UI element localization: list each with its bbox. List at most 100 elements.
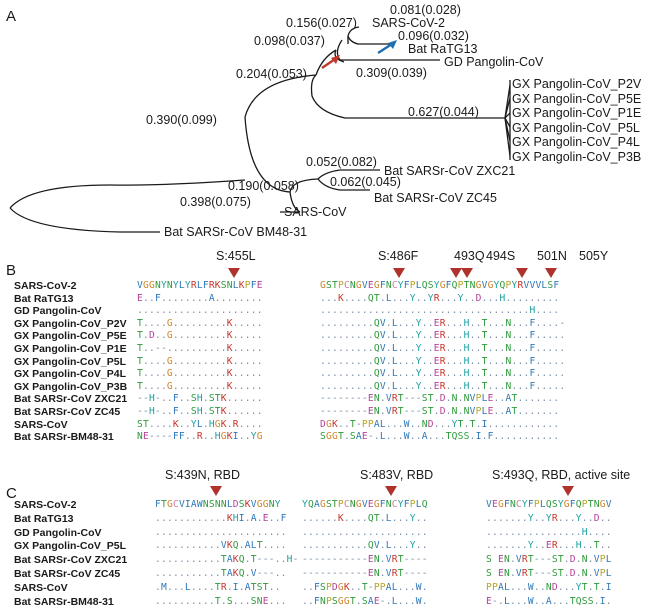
mutation-label: S:483V, RBD (360, 468, 434, 482)
taxon-sars-cov-2: SARS-CoV-2 (372, 16, 445, 30)
sequence-name: Bat SARSr-BM48-31 (14, 431, 114, 444)
sequence-segment: -----------EN.VRT---- (302, 568, 428, 579)
mutation-label: S:486F (378, 249, 419, 263)
taxon-gx-p4l: GX Pangolin-CoV_P4L (512, 135, 640, 149)
taxon-gx-p5l: GX Pangolin-CoV_P5L (512, 121, 640, 135)
sequence-segment: ..FNPSGGT.SAE-.L...W. (302, 595, 428, 607)
branch-label: 0.627(0.044) (408, 105, 479, 119)
sequence-segment: E-.L...W..A...TQSS.I. (486, 595, 612, 607)
sequence-segment: T.D..G.........K..... (137, 330, 263, 342)
mutation-marker-icon (385, 486, 397, 496)
sequence-segment: --------EN.VRT---ST.D.N.NVPLE..AT....... (320, 406, 560, 417)
mutation-marker-icon (210, 486, 222, 496)
mutation-label: 501N (537, 249, 567, 263)
sequence-name: GD Pangolin-CoV (14, 305, 102, 318)
taxon-gd-pangolin: GD Pangolin-CoV (444, 55, 544, 69)
mutation-marker-icon (545, 268, 557, 278)
sequence-name: GX Pangolin-CoV_P3B (14, 380, 128, 393)
mutation-label: 493Q (454, 249, 485, 263)
mutation-label: S:455L (216, 249, 256, 263)
panel-c-label: C (6, 485, 17, 502)
sequence-segment: .........QV.L...Y..ER...H..T...N...F....… (320, 317, 566, 329)
panel-a-label: A (6, 8, 17, 25)
taxon-zxc21: Bat SARSr-CoV ZXC21 (384, 164, 516, 178)
taxon-gx-p5e: GX Pangolin-CoV_P5E (512, 92, 642, 106)
sequence-segment: T....G.........K..... (137, 355, 263, 367)
sequence-name: Bat RaTG13 (14, 512, 74, 525)
panel-b-label: B (6, 262, 17, 279)
sequence-segment: YQAGSTPCNGVEGFNCYFPLQ (302, 499, 428, 510)
sequence-segment: .........QV.L...Y..ER...H..T...N...F....… (320, 368, 566, 380)
sequence-segment: .........QV.L...Y..ER...H..T...N...F....… (320, 343, 566, 354)
sequence-name: SARS-CoV (14, 418, 68, 431)
sequence-segment: .M...L....TR.I.ATST.. (155, 581, 281, 593)
sequence-segment: .........QV.L...Y..ER...H..T...N...F....… (320, 380, 566, 392)
sequence-name: GX Pangolin-CoV_P5L (14, 355, 127, 368)
sequence-segment: T....G.........K..... (137, 380, 263, 392)
sequence-segment: ...........VKQ.ALT.... (155, 540, 287, 552)
sequence-segment: .........QV.L...Y..ER...H..T...N...F....… (320, 330, 566, 342)
sequence-segment: ST....K..YL.HGK.R.... (137, 418, 263, 430)
taxon-gx-p2v: GX Pangolin-CoV_P2V (512, 77, 642, 91)
mutation-marker-icon (516, 268, 528, 278)
branch-label: 0.098(0.037) (254, 34, 325, 48)
taxon-zc45: Bat SARSr-CoV ZC45 (374, 191, 497, 205)
branch-label: 0.081(0.028) (390, 3, 461, 17)
mutation-marker-icon (461, 268, 473, 278)
branch-label: 0.390(0.099) (146, 113, 217, 127)
sequence-name: GX Pangolin-CoV_P1E (14, 343, 127, 355)
sequence-segment: S EN.VRT---ST.D.N.VPL (486, 568, 612, 579)
taxon-bm48: Bat SARSr-CoV BM48-31 (164, 225, 308, 239)
branch-label: 0.190(0.058) (228, 179, 299, 193)
sequence-name: Bat SARSr-CoV ZXC21 (14, 393, 128, 406)
sequence-segment: ...K....QT.L...Y..YR...Y..D...H......... (320, 292, 560, 304)
sequence-segment: FTGCVIAWNSNNLDSKVGGNY (155, 499, 281, 510)
sequence-name: GX Pangolin-CoV_P2V (14, 317, 127, 330)
mutation-marker-icon (228, 268, 240, 278)
sequence-name: GX Pangolin-CoV_P5L (14, 540, 127, 553)
sequence-segment: NE----FF..R..HGKI..YG (137, 431, 263, 443)
branch-label: 0.062(0.045) (330, 175, 401, 189)
taxon-gx-p3b: GX Pangolin-CoV_P3B (512, 150, 642, 164)
sequence-segment: ..................... (137, 305, 263, 317)
sequence-name: Bat SARSr-BM48-31 (14, 595, 114, 608)
sequence-segment: ...................................H.... (320, 305, 560, 317)
taxon-gx-p1e: GX Pangolin-CoV_P1E (512, 106, 642, 120)
sequence-name: GX Pangolin-CoV_P4L (14, 368, 127, 381)
taxon-bat-ratg13: Bat RaTG13 (408, 42, 478, 56)
sequence-name: Bat SARSr-CoV ZC45 (14, 568, 121, 580)
sequence-name: SARS-CoV-2 (14, 280, 77, 292)
sequence-segment: PPAL...W..ND...YT.T.I (486, 581, 612, 593)
sequence-segment: E..F........A........ (137, 292, 263, 304)
sequence-segment: ...................... (155, 526, 287, 538)
sequence-segment: ..................... (302, 526, 428, 538)
sequence-segment: --H-..F..SH.STK...... (137, 393, 263, 405)
mutation-marker-icon (450, 268, 462, 278)
sequence-segment: T..--..........K..... (137, 343, 263, 354)
sequence-segment: DGK..T-PPAL...W..ND...YT.T.I............ (320, 418, 560, 430)
sequence-segment: T....G.........K..... (137, 368, 263, 380)
sequence-segment: .......Y..ER...H..T.. (486, 540, 612, 552)
sequence-name: GX Pangolin-CoV_P5E (14, 330, 127, 343)
mutation-marker-icon (393, 268, 405, 278)
branch-label: 0.398(0.075) (180, 195, 251, 209)
sequence-segment: ..FSPDGK..T-PPAL...W. (302, 581, 428, 593)
sequence-segment: ...........TAKQ.T---..H- (155, 554, 299, 566)
branch-label: 0.156(0.027) (286, 16, 357, 30)
mutation-label: 505Y (579, 249, 609, 263)
sequence-name: Bat RaTG13 (14, 292, 74, 305)
sequence-name: Bat SARSr-CoV ZC45 (14, 406, 121, 418)
sequence-segment: -----------EN.VRT---- (302, 554, 428, 566)
sequence-segment: ...........TAKQ.V---.. (155, 568, 287, 579)
mutation-label: S:439N, RBD (165, 468, 241, 482)
sequence-name: SARS-CoV-2 (14, 499, 77, 511)
sequence-segment: VGGNYNYLYRLFRKSNLKPFE (137, 280, 263, 291)
sequence-segment: --------EN.VRT---ST.D.N.NVPLE..AT....... (320, 393, 560, 405)
sequence-segment: .......Y..YR...Y..D.. (486, 512, 612, 524)
sequence-name: GD Pangolin-CoV (14, 526, 102, 539)
mutation-marker-icon (562, 486, 574, 496)
sequence-segment: ................H.... (486, 526, 612, 538)
branch-label: 0.309(0.039) (356, 66, 427, 80)
sequence-segment: T....G.........K..... (137, 317, 263, 329)
mutation-label: 494S (486, 249, 516, 263)
